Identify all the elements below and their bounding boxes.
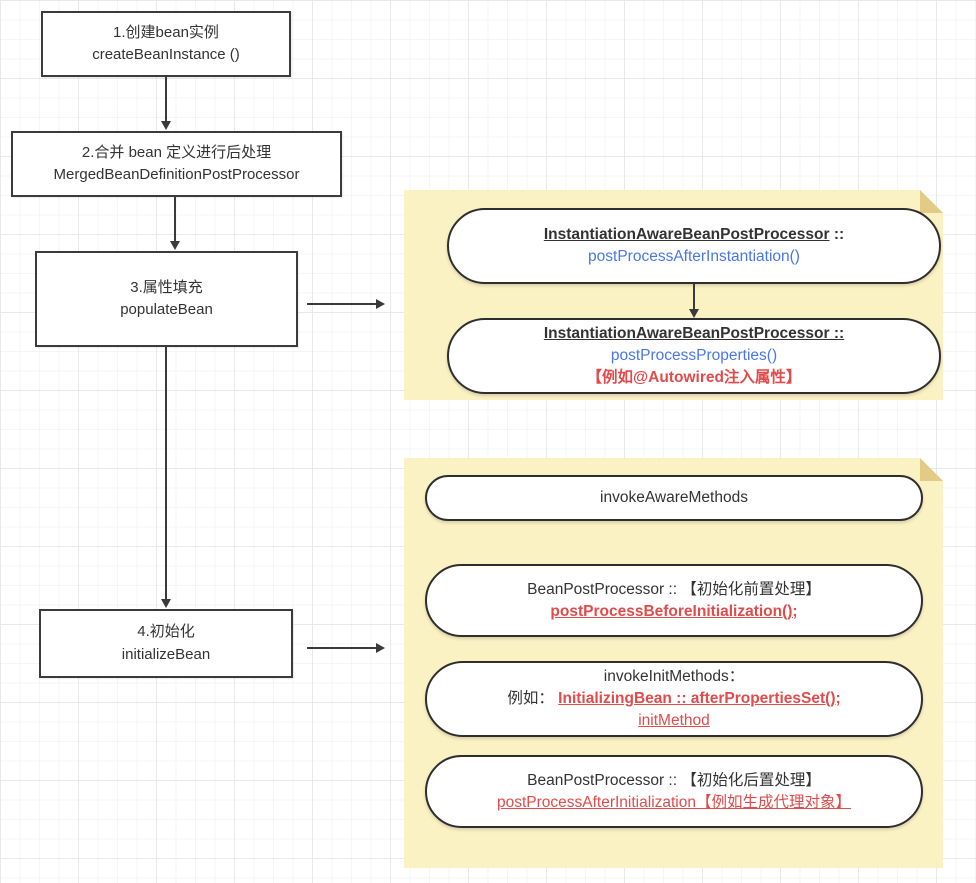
pill-post-process-after-instantiation[interactable]: InstantiationAwareBeanPostProcessor :: p… bbox=[447, 208, 941, 284]
arrow-step3-to-step4[interactable] bbox=[161, 347, 171, 608]
step-method: createBeanInstance () bbox=[92, 46, 240, 63]
arrow-step1-to-step2[interactable] bbox=[161, 77, 171, 130]
flow-step-initialize-bean[interactable]: 4.初始化 initializeBean bbox=[39, 609, 293, 678]
init-method-name: initMethod bbox=[638, 712, 710, 729]
sticky-note-initialize-bean[interactable]: invokeAwareMethods BeanPostProcessor :: … bbox=[404, 458, 943, 868]
flow-step-populate-bean[interactable]: 3.属性填充 populateBean bbox=[35, 251, 298, 347]
pill-post-process-after-initialization[interactable]: BeanPostProcessor :: 【初始化后置处理】 postProce… bbox=[425, 755, 923, 828]
pill-invoke-aware-methods[interactable]: invokeAwareMethods bbox=[425, 475, 923, 521]
folded-corner-icon bbox=[920, 190, 943, 213]
class-name: InstantiationAwareBeanPostProcessor :: bbox=[543, 325, 845, 342]
step-title: 2.合并 bean 定义进行后处理 bbox=[81, 143, 272, 161]
arrow-step2-to-step3[interactable] bbox=[170, 197, 180, 250]
method-name: InitializingBean :: afterPropertiesSet()… bbox=[558, 690, 841, 707]
class-name: InstantiationAwareBeanPostProcessor bbox=[543, 226, 830, 243]
example-note: 【例如@Autowired注入属性】 bbox=[586, 369, 802, 386]
flow-step-merged-bean-definition[interactable]: 2.合并 bean 定义进行后处理 MergedBeanDefinitionPo… bbox=[11, 131, 342, 197]
example-line: 例如： InitializingBean :: afterPropertiesS… bbox=[507, 688, 840, 710]
step-method: initializeBean bbox=[121, 645, 211, 663]
step-title: 1.创建bean实例 bbox=[113, 23, 219, 41]
pill-title: BeanPostProcessor :: 【初始化后置处理】 bbox=[527, 771, 821, 789]
pill-post-process-before-initialization[interactable]: BeanPostProcessor :: 【初始化前置处理】 postProce… bbox=[425, 564, 923, 637]
sticky-note-populate-bean[interactable]: InstantiationAwareBeanPostProcessor :: p… bbox=[404, 190, 943, 400]
pill-title: invokeInitMethods： bbox=[603, 668, 745, 685]
arrow-step4-to-note[interactable] bbox=[307, 643, 385, 653]
method-name: postProcessBeforeInitialization(); bbox=[550, 602, 798, 620]
method-name: postProcessProperties() bbox=[610, 347, 778, 364]
step-method: MergedBeanDefinitionPostProcessor bbox=[53, 166, 300, 183]
pill-title: invokeAwareMethods bbox=[600, 489, 748, 506]
folded-corner-icon bbox=[920, 458, 943, 481]
separator: :: bbox=[829, 226, 845, 243]
method-name: postProcessAfterInitialization【例如生成代理对象】 bbox=[496, 793, 851, 811]
arrow-pill-to-pill[interactable] bbox=[689, 284, 699, 318]
pill-title: BeanPostProcessor :: 【初始化前置处理】 bbox=[527, 580, 821, 598]
step-method: populateBean bbox=[120, 301, 213, 318]
arrow-step3-to-note[interactable] bbox=[307, 299, 385, 309]
example-prefix: 例如： bbox=[507, 690, 554, 707]
step-title: 4.初始化 bbox=[137, 623, 195, 640]
pill-title: InstantiationAwareBeanPostProcessor :: bbox=[544, 224, 844, 246]
step-title: 3.属性填充 bbox=[130, 278, 203, 296]
pill-post-process-properties[interactable]: InstantiationAwareBeanPostProcessor :: p… bbox=[447, 318, 941, 394]
flow-step-create-bean-instance[interactable]: 1.创建bean实例 createBeanInstance () bbox=[41, 11, 291, 77]
pill-invoke-init-methods[interactable]: invokeInitMethods： 例如： InitializingBean … bbox=[425, 661, 923, 737]
method-name: postProcessAfterInstantiation() bbox=[588, 248, 800, 265]
